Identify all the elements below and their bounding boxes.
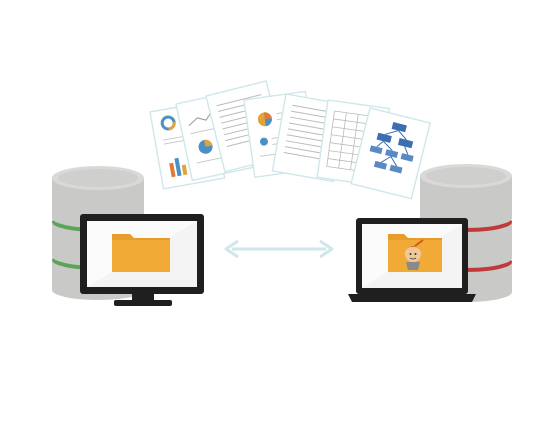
document-flowchart (350, 107, 431, 200)
person-avatar-icon (405, 239, 424, 270)
left-folder-icon (112, 234, 170, 272)
double-arrow-icon (224, 239, 334, 259)
document-stack-icon (149, 80, 431, 200)
